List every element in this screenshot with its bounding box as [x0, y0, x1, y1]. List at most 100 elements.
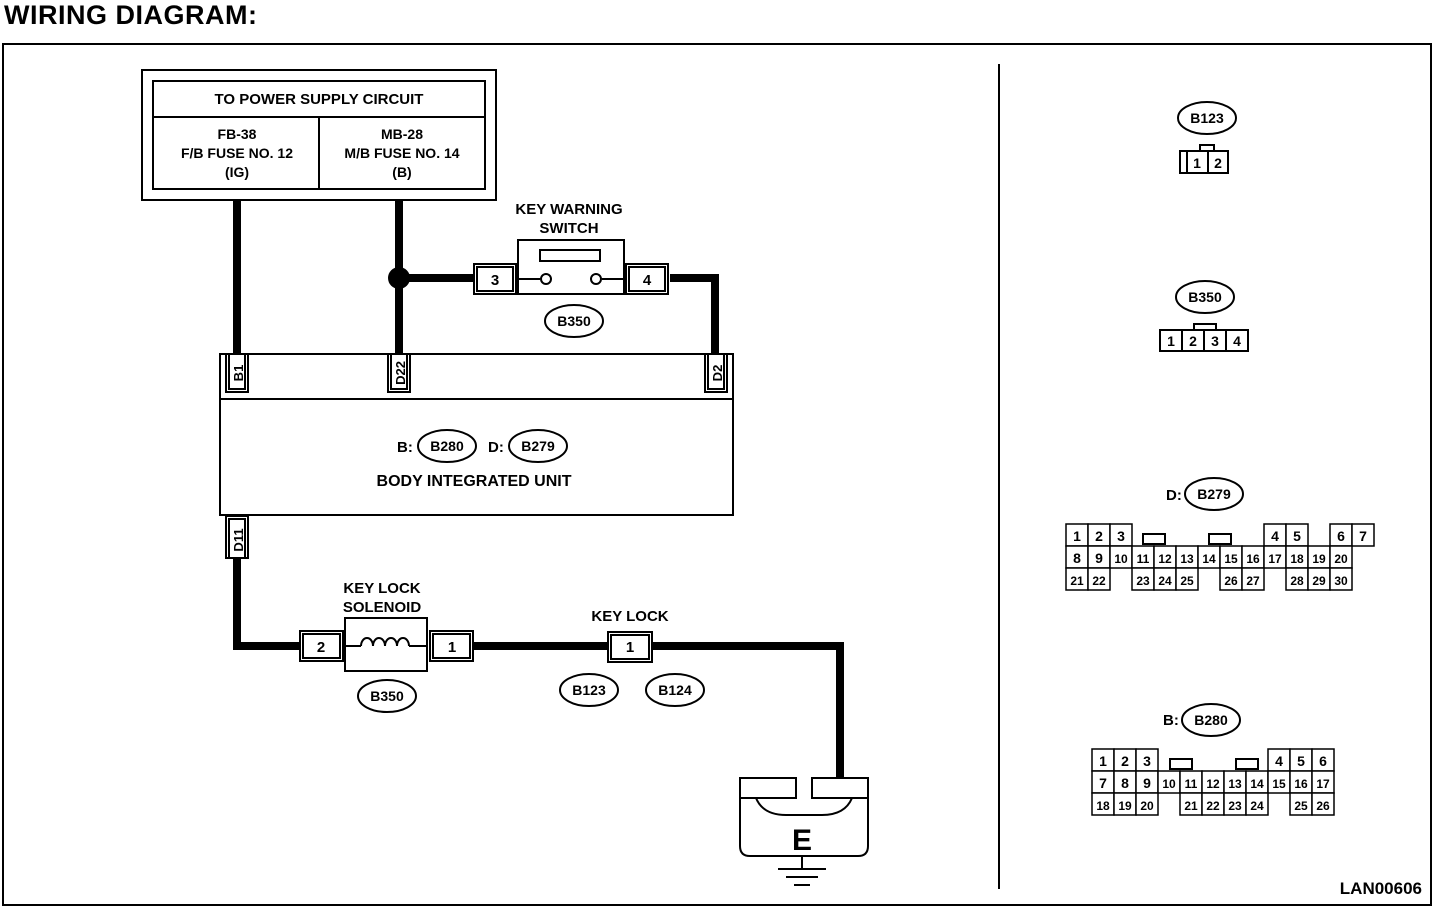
diagram-frame	[2, 43, 1432, 906]
wires-upper	[233, 200, 719, 354]
b279-pin-cell	[1241, 567, 1265, 591]
key-lock-connector: KEY LOCK 1 B123 B124	[559, 608, 705, 707]
biu-name: BODY INTEGRATED UNIT	[377, 473, 572, 490]
b280-pin-4: 4	[1275, 753, 1283, 769]
b280-pin-5: 5	[1297, 753, 1305, 769]
b280-pin-20: 20	[1140, 799, 1154, 813]
b279-pin-18: 18	[1290, 552, 1304, 566]
b280-pin-16: 16	[1294, 777, 1308, 791]
b279-id: B279	[1197, 486, 1231, 502]
body-integrated-unit: B1 D22 D2 B: B280 D: B279 BODY INTEGRATE…	[219, 353, 734, 559]
b280-pin-10: 10	[1162, 777, 1176, 791]
b280-pin-22: 22	[1206, 799, 1220, 813]
key-lock-solenoid: KEY LOCK SOLENOID 2 1 B350	[299, 580, 474, 713]
key-warning-switch: KEY WARNING SWITCH 3 4 B350	[473, 201, 669, 338]
b279-pin-20: 20	[1334, 552, 1348, 566]
b279-pin-25: 25	[1180, 574, 1194, 588]
b350-pin-1: 1	[1167, 333, 1175, 349]
ground-symbol: E	[739, 777, 869, 886]
b279-pin-29: 29	[1312, 574, 1326, 588]
fuse-mb28-line2: M/B FUSE NO. 14	[344, 145, 459, 161]
b279-pin-26: 26	[1224, 574, 1238, 588]
b279-pin-cell	[1329, 567, 1353, 591]
fuse-fb38-line3: (IG)	[225, 164, 249, 180]
b280-id: B280	[1194, 712, 1228, 728]
power-supply-box: TO POWER SUPPLY CIRCUIT FB-38 F/B FUSE N…	[141, 69, 497, 201]
b279-pin-24: 24	[1158, 574, 1172, 588]
b350-pin-4: 4	[1233, 333, 1241, 349]
biu-connector-b279: B279	[521, 438, 555, 454]
b279-pin-7: 7	[1359, 528, 1367, 544]
b280-pin-3: 3	[1143, 753, 1151, 769]
b279-pin-23: 23	[1136, 574, 1150, 588]
key-lock-connector-b123: B123	[572, 682, 606, 698]
b279-pin-22: 22	[1092, 574, 1106, 588]
b280-pin-2: 2	[1121, 753, 1129, 769]
wires-lower	[233, 558, 844, 778]
b280-prefix: B:	[1163, 712, 1179, 729]
b279-pin-14: 14	[1202, 552, 1216, 566]
biu-connector-b280: B280	[430, 438, 464, 454]
solenoid-pin-1: 1	[448, 639, 456, 656]
b279-pin-8: 8	[1073, 550, 1081, 566]
fuse-mb28-line3: (B)	[392, 164, 411, 180]
switch-pin-3: 3	[491, 272, 499, 289]
key-lock-label: KEY LOCK	[591, 608, 668, 625]
b350-id: B350	[1188, 289, 1222, 305]
connector-view-b350: B350 1 2 3 4	[1159, 280, 1249, 352]
b279-pin-4: 4	[1271, 528, 1279, 544]
b279-pin-30: 30	[1334, 574, 1348, 588]
b280-pin-1: 1	[1099, 753, 1107, 769]
b280-pin-7: 7	[1099, 775, 1107, 791]
b123-id: B123	[1190, 110, 1224, 126]
biu-prefix-d: D:	[488, 439, 504, 456]
b280-pin-cell	[1135, 792, 1159, 816]
b280-pin-13: 13	[1228, 777, 1242, 791]
b123-pin-1: 1	[1193, 155, 1201, 171]
solenoid-pin-2: 2	[317, 639, 325, 656]
biu-prefix-b: B:	[397, 439, 413, 456]
b280-pin-17: 17	[1316, 777, 1330, 791]
b279-pin-6: 6	[1337, 528, 1345, 544]
b280-pin-19: 19	[1118, 799, 1132, 813]
b280-pin-cell	[1311, 792, 1335, 816]
b280-pin-cell	[1245, 792, 1269, 816]
key-warning-label-1: KEY WARNING	[515, 201, 622, 218]
b280-pin-15: 15	[1272, 777, 1286, 791]
switch-connector-b350: B350	[557, 313, 591, 329]
b280-pin-23: 23	[1228, 799, 1242, 813]
b280-pin-12: 12	[1206, 777, 1220, 791]
b279-pin-cell	[1351, 523, 1375, 547]
switch-pin-4: 4	[643, 272, 652, 289]
b280-pin-11: 11	[1185, 777, 1198, 791]
b280-pin-24: 24	[1250, 799, 1264, 813]
b280-pin-8: 8	[1121, 775, 1129, 791]
b280-pin-18: 18	[1096, 799, 1110, 813]
page-title: WIRING DIAGRAM:	[4, 0, 258, 30]
b279-pin-17: 17	[1268, 552, 1282, 566]
fuse-mb28-line1: MB-28	[381, 126, 423, 142]
b280-pin-9: 9	[1143, 775, 1151, 791]
b280-pin-6: 6	[1319, 753, 1327, 769]
key-warning-label-2: SWITCH	[539, 220, 598, 237]
b280-pin-26: 26	[1316, 799, 1330, 813]
b279-pin-2: 2	[1095, 528, 1103, 544]
b280-pin-14: 14	[1250, 777, 1264, 791]
b279-pin-5: 5	[1293, 528, 1301, 544]
b279-pin-11: 11	[1137, 552, 1150, 566]
b279-pin-15: 15	[1224, 552, 1238, 566]
b279-prefix: D:	[1166, 487, 1182, 504]
b280-pin-25: 25	[1294, 799, 1308, 813]
biu-pin-b1: B1	[231, 365, 246, 382]
solenoid-connector-b350: B350	[370, 688, 404, 704]
ground-label: E	[792, 824, 812, 857]
solenoid-label-1: KEY LOCK	[343, 580, 420, 597]
key-lock-pin-1: 1	[626, 639, 634, 656]
b279-pin-28: 28	[1290, 574, 1304, 588]
b279-pin-16: 16	[1246, 552, 1260, 566]
b279-pin-12: 12	[1158, 552, 1172, 566]
b280-pin-21: 21	[1184, 799, 1198, 813]
